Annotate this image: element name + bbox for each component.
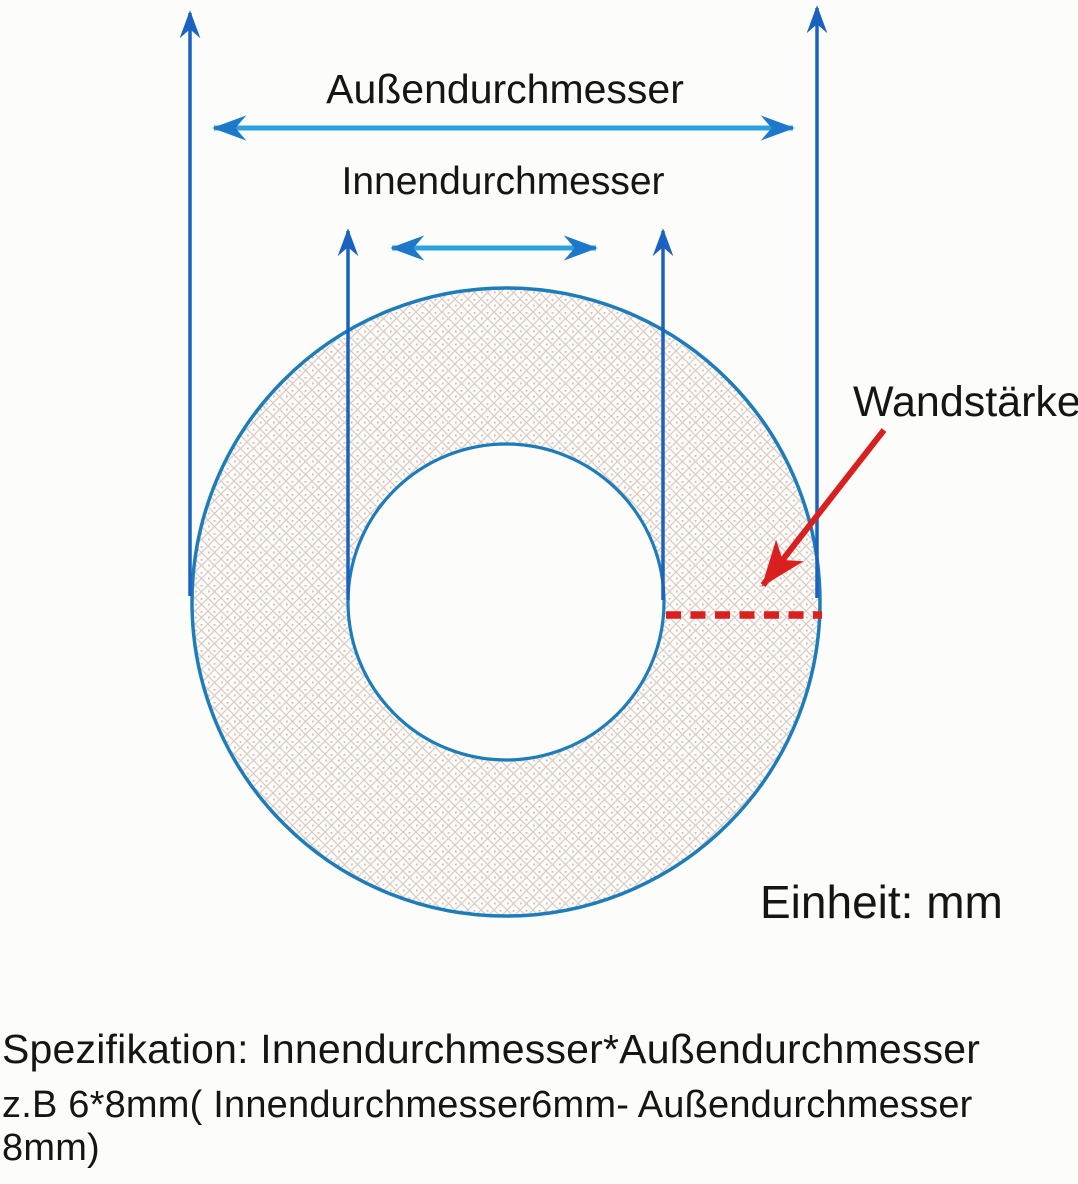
wall-thickness-label: Wandstärke <box>853 378 1078 426</box>
specification-block: Spezifikation: Innendurchmesser*Außendur… <box>2 1026 1078 1170</box>
outer-diameter-label: Außendurchmesser <box>326 66 684 112</box>
wall-thickness-pointer-arrow <box>760 428 887 587</box>
unit-label: Einheit: mm <box>760 876 1003 928</box>
specification-line-2: z.B 6*8mm( Innendurchmesser6mm- Außendur… <box>2 1084 973 1169</box>
tube-inner-bore-circle <box>346 442 666 762</box>
specification-line-1: Spezifikation: Innendurchmesser*Außendur… <box>2 1026 981 1072</box>
inner-diameter-label: Innendurchmesser <box>341 160 665 203</box>
